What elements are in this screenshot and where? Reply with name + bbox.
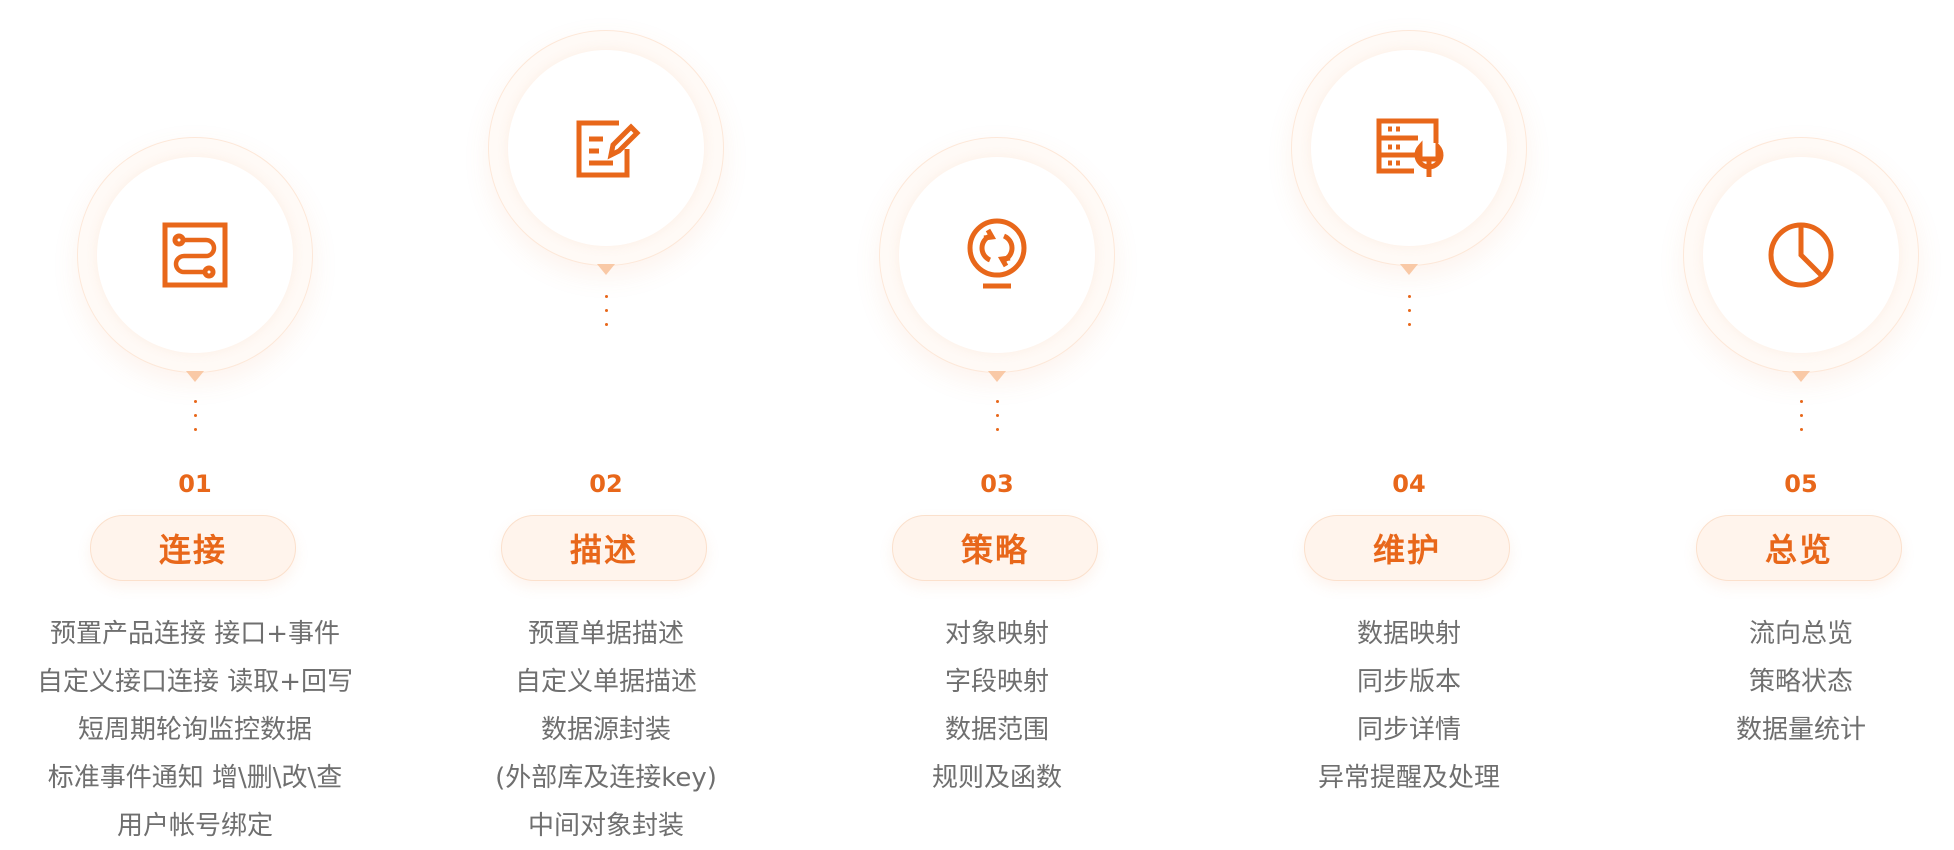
step-5: 05 总览 流向总览 策略状态 数据量统计	[1601, 0, 1954, 848]
step-4: 04 维护 数据映射 同步版本 同步详情 异常提醒及处理	[1209, 0, 1609, 848]
list-item: 用户帐号绑定	[116, 811, 273, 841]
step-1: 01 连接 预置产品连接 接口+事件 自定义接口连接 读取+回写 短周期轮询监控…	[0, 0, 395, 848]
server-wrench-icon	[1374, 113, 1444, 183]
pointer-arrow	[988, 371, 1006, 382]
step-description-list: 预置单据描述 自定义单据描述 数据源封装 (外部库及连接key) 中间对象封装	[406, 610, 806, 850]
list-item: 字段映射	[944, 667, 1049, 697]
edit-document-icon	[571, 113, 641, 183]
list-item: 同步版本	[1356, 667, 1461, 697]
step-title: 总览	[1696, 515, 1902, 581]
list-item: 数据源封装	[540, 715, 671, 745]
pointer-arrow	[1792, 371, 1810, 382]
list-item: 自定义接口连接 读取+回写	[36, 667, 354, 697]
step-title: 连接	[90, 515, 296, 581]
list-item: 规则及函数	[931, 763, 1062, 793]
list-item: 同步详情	[1356, 715, 1461, 745]
step-number: 03	[980, 470, 1014, 498]
list-item: 数据映射	[1356, 619, 1461, 649]
list-item: 异常提醒及处理	[1317, 763, 1500, 793]
list-item: 标准事件通知 增\删\改\查	[47, 763, 343, 793]
pointer-arrow	[597, 264, 615, 275]
step-description-list: 数据映射 同步版本 同步详情 异常提醒及处理	[1209, 610, 1609, 802]
list-item: 预置产品连接 接口+事件	[49, 619, 341, 649]
list-item: 对象映射	[944, 619, 1049, 649]
step-number: 05	[1784, 470, 1818, 498]
list-item: 数据量统计	[1735, 715, 1866, 745]
dotted-connector	[1406, 295, 1412, 337]
dotted-connector	[1798, 400, 1804, 442]
step-number: 04	[1392, 470, 1426, 498]
flow-path-icon	[160, 220, 230, 290]
step-title: 维护	[1304, 515, 1510, 581]
sync-bulb-icon	[962, 218, 1032, 292]
step-description-list: 对象映射 字段映射 数据范围 规则及函数	[797, 610, 1197, 802]
list-item: 预置单据描述	[527, 619, 684, 649]
list-item: 策略状态	[1748, 667, 1853, 697]
list-item: 短周期轮询监控数据	[77, 715, 312, 745]
step-3: 03 策略 对象映射 字段映射 数据范围 规则及函数	[797, 0, 1197, 848]
step-circle	[77, 137, 313, 373]
step-circle	[1291, 30, 1527, 266]
pointer-arrow	[1400, 264, 1418, 275]
list-item: 中间对象封装	[527, 811, 684, 841]
step-title: 描述	[501, 515, 707, 581]
step-description-list: 流向总览 策略状态 数据量统计	[1601, 610, 1954, 754]
dotted-connector	[603, 295, 609, 337]
pointer-arrow	[186, 371, 204, 382]
step-number: 01	[178, 470, 212, 498]
step-circle	[488, 30, 724, 266]
step-2: 02 描述 预置单据描述 自定义单据描述 数据源封装 (外部库及连接key) 中…	[406, 0, 806, 848]
step-description-list: 预置产品连接 接口+事件 自定义接口连接 读取+回写 短周期轮询监控数据 标准事…	[0, 610, 395, 850]
pie-chart-icon	[1766, 220, 1836, 290]
list-item: (外部库及连接key)	[495, 763, 717, 793]
list-item: 流向总览	[1748, 619, 1853, 649]
dotted-connector	[192, 400, 198, 442]
step-circle	[1683, 137, 1919, 373]
list-item: 自定义单据描述	[514, 667, 697, 697]
step-title: 策略	[892, 515, 1098, 581]
step-circle	[879, 137, 1115, 373]
dotted-connector	[994, 400, 1000, 442]
list-item: 数据范围	[944, 715, 1049, 745]
step-number: 02	[589, 470, 623, 498]
